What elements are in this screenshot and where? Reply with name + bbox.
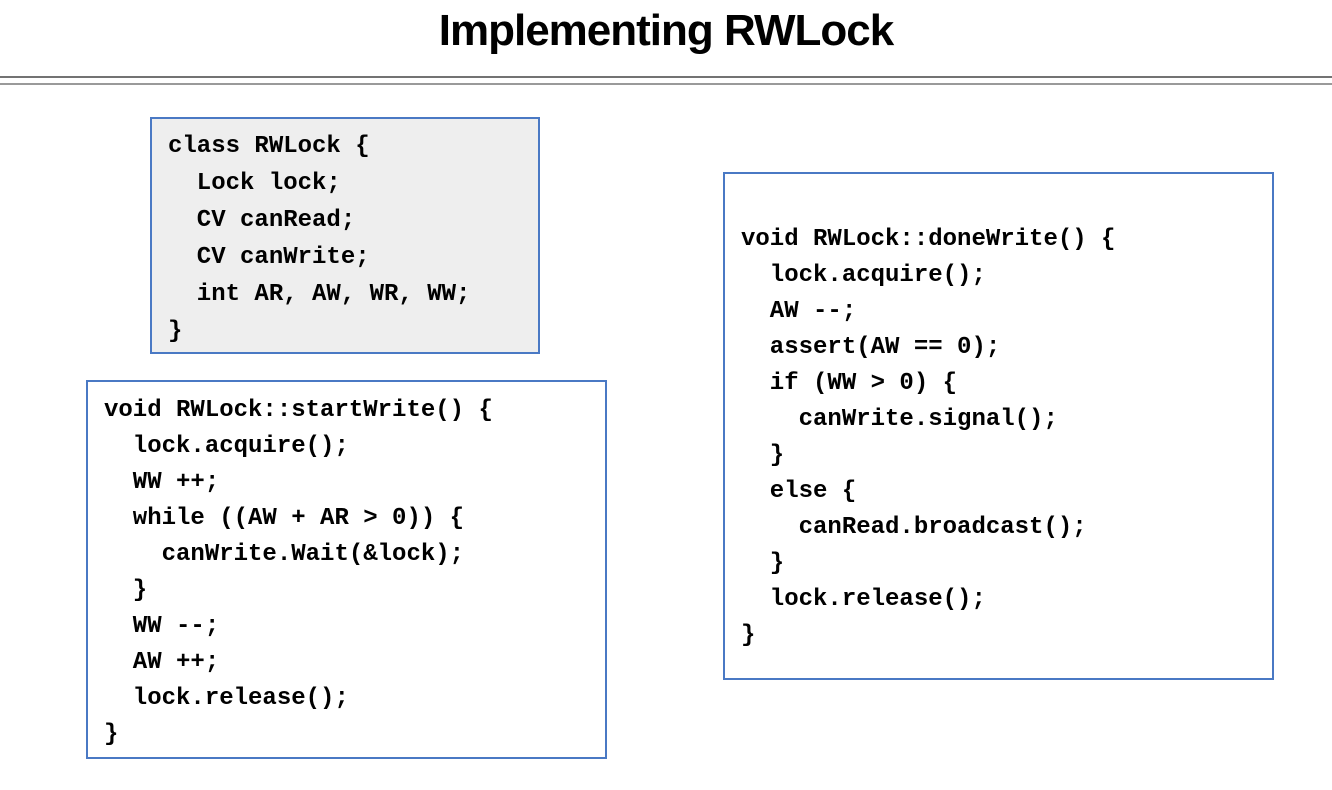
code-line: lock.release(); — [104, 685, 349, 712]
donewrite-code-box: void RWLock::doneWrite() { lock.acquire(… — [723, 172, 1274, 680]
code-line: WW --; — [104, 613, 220, 640]
code-line: while ((AW + AR > 0)) { — [104, 505, 465, 532]
code-line: assert(AW == 0); — [741, 334, 1001, 361]
code-line: lock.release(); — [741, 586, 986, 613]
class-definition-box: class RWLock { Lock lock; CV canRead; CV… — [150, 117, 540, 354]
code-line: canRead.broadcast(); — [741, 514, 1087, 541]
code-line: canWrite.signal(); — [741, 406, 1058, 433]
code-line: } — [104, 577, 148, 604]
title-underline-top — [0, 76, 1332, 78]
code-line: } — [741, 550, 785, 577]
code-line: class RWLock { — [168, 133, 370, 160]
code-line: AW ++; — [104, 649, 220, 676]
code-line: int AR, AW, WR, WW; — [168, 281, 471, 308]
code-line: void RWLock::doneWrite() { — [741, 226, 1116, 253]
code-line: CV canWrite; — [168, 244, 370, 271]
code-line: else { — [741, 478, 857, 505]
title-underline-bottom — [0, 83, 1332, 85]
code-line: lock.acquire(); — [104, 433, 349, 460]
code-line: CV canRead; — [168, 207, 356, 234]
slide-title: Implementing RWLock — [438, 6, 894, 55]
code-line: Lock lock; — [168, 170, 341, 197]
code-line: AW --; — [741, 298, 857, 325]
code-line: void RWLock::startWrite() { — [104, 397, 493, 424]
code-line: } — [104, 721, 119, 748]
code-line: } — [168, 318, 183, 345]
code-line: lock.acquire(); — [741, 262, 986, 289]
code-line: canWrite.Wait(&lock); — [104, 541, 465, 568]
code-line: WW ++; — [104, 469, 220, 496]
code-line: } — [741, 442, 785, 469]
code-line: } — [741, 622, 756, 649]
code-line: if (WW > 0) { — [741, 370, 958, 397]
startwrite-code-box: void RWLock::startWrite() { lock.acquire… — [86, 380, 607, 759]
